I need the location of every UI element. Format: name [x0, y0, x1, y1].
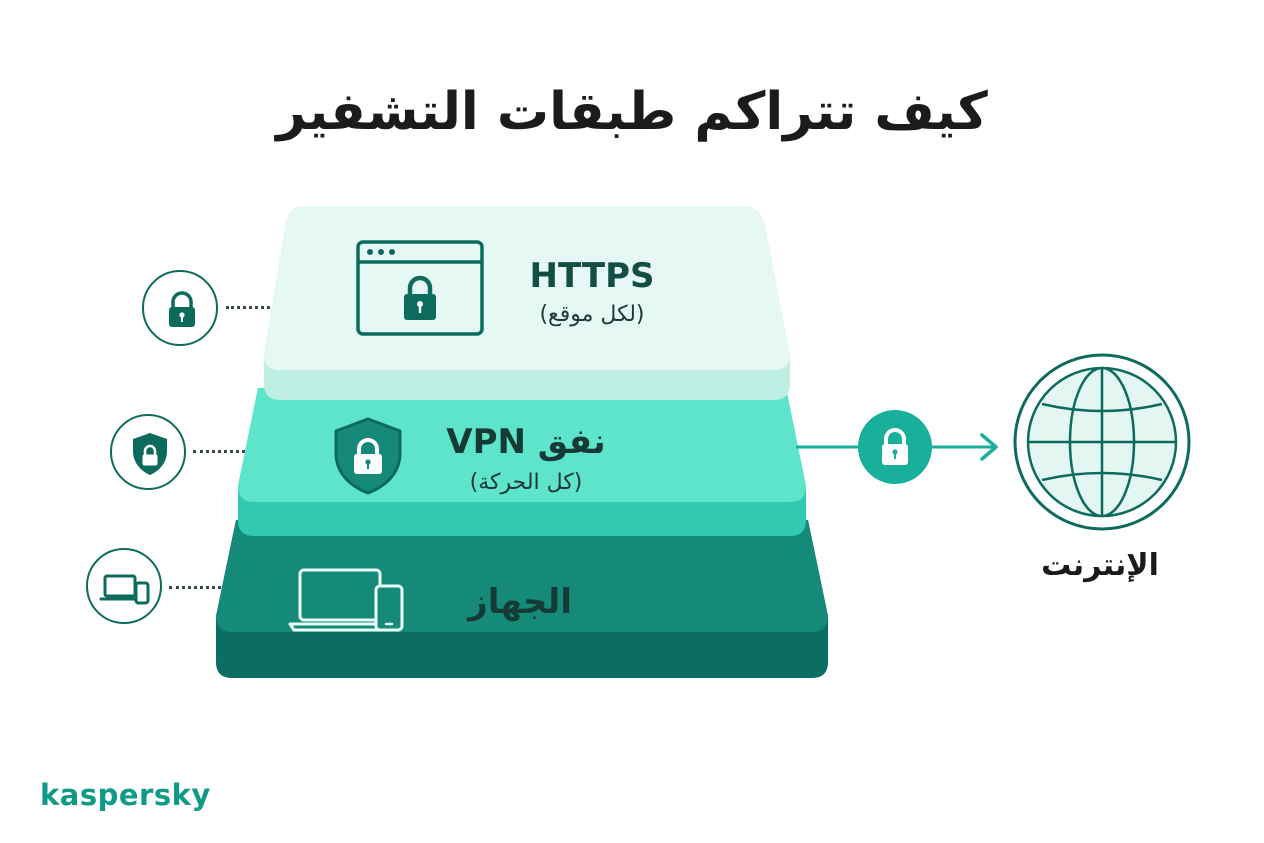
- internet-label: الإنترنت: [1041, 548, 1159, 583]
- arrow-right-icon: [980, 433, 998, 461]
- devices-icon: [86, 548, 162, 624]
- connector-dots: [169, 586, 221, 589]
- layer-vpn-sublabel: (كل الحركة): [469, 470, 583, 495]
- layer-device-label: الجهاز: [468, 582, 572, 622]
- lock-icon: [142, 270, 218, 346]
- shield-lock-icon: [110, 414, 186, 490]
- globe-icon: [1012, 352, 1192, 532]
- shield-lock-icon: [332, 416, 404, 496]
- connector-dots: [226, 306, 276, 309]
- page-title: كيف تتراكم طبقات التشفير: [276, 82, 988, 142]
- layer-vpn: نفق VPN (كل الحركة): [236, 388, 808, 540]
- connector-dots: [193, 450, 245, 453]
- layer-device: الجهاز: [214, 520, 830, 682]
- laptop-phone-icon: [288, 566, 408, 636]
- brand-logo: kaspersky: [40, 778, 211, 812]
- layer-https-label: HTTPS: [529, 256, 655, 296]
- lock-icon: [858, 410, 932, 484]
- layer-https: HTTPS (لكل موقع): [262, 206, 792, 402]
- layer-vpn-label: نفق VPN: [446, 422, 606, 462]
- layer-https-sublabel: (لكل موقع): [539, 302, 645, 327]
- browser-lock-icon: [356, 240, 486, 338]
